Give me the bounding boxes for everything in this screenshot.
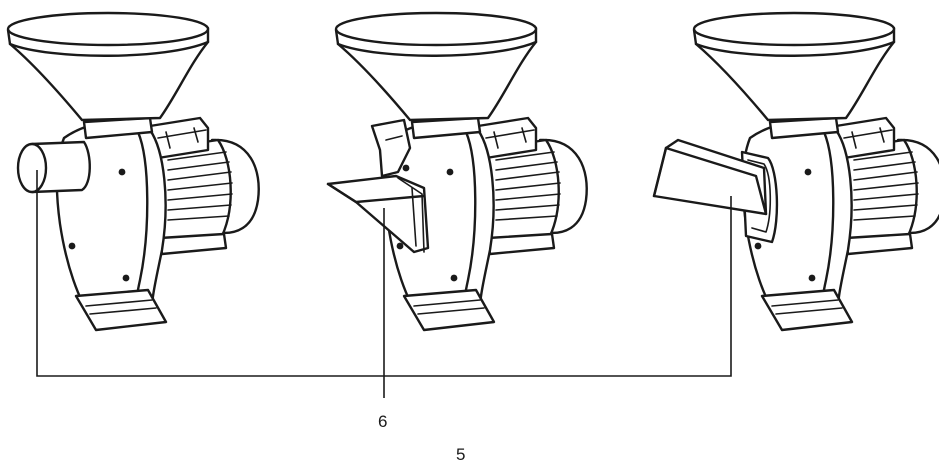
grinder-with-tray-chute xyxy=(326,11,588,332)
grinder-with-round-outlet xyxy=(6,11,260,332)
callout-label-six: 6 xyxy=(378,412,387,431)
grinder-with-rect-outlet xyxy=(652,11,939,332)
callout-label-five: 5 xyxy=(456,445,465,464)
